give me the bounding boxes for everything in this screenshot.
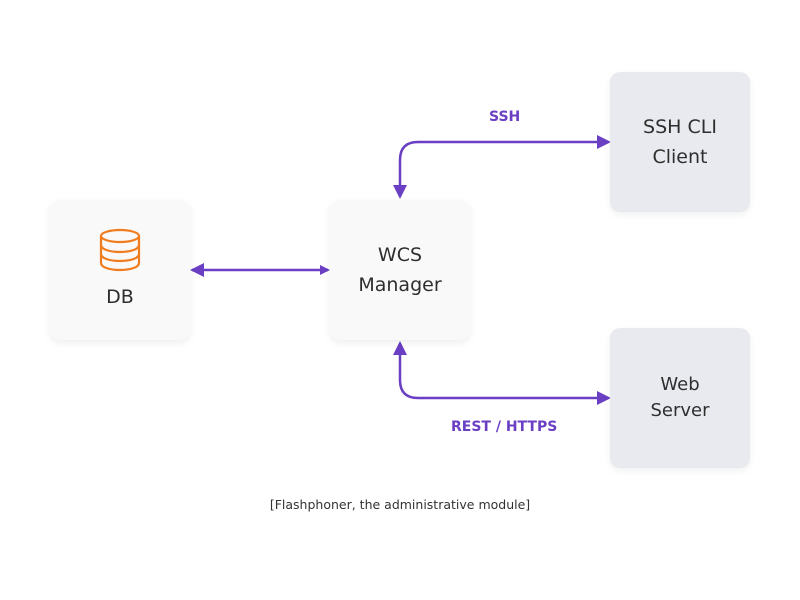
node-ssh-cli-client-label: SSH CLI Client	[643, 116, 717, 168]
ssh-arrowhead	[597, 135, 611, 149]
wcs-ssh-arrow	[398, 140, 598, 186]
node-wcs-manager: WCS Manager	[330, 200, 470, 340]
edge-label-ssh: SSH	[489, 109, 521, 125]
web-arrowhead	[597, 391, 611, 405]
diagram-caption: [Flashphoner, the administrative module]	[269, 497, 531, 512]
node-web-server-label: Web Server	[650, 374, 710, 421]
wcs-bottom-arrowhead	[393, 341, 407, 355]
node-wcs-manager-label: WCS Manager	[358, 244, 442, 296]
node-db: DB	[50, 200, 190, 340]
database-icon	[99, 228, 141, 272]
node-db-label: DB	[106, 286, 134, 308]
db-arrowhead	[190, 263, 204, 277]
wcs-top-arrowhead	[393, 185, 407, 199]
edge-label-rest-https: REST / HTTPS	[451, 419, 558, 435]
wcs-web-arrow	[398, 354, 598, 400]
node-ssh-cli-client: SSH CLI Client	[610, 72, 750, 212]
node-web-server: Web Server	[610, 328, 750, 468]
